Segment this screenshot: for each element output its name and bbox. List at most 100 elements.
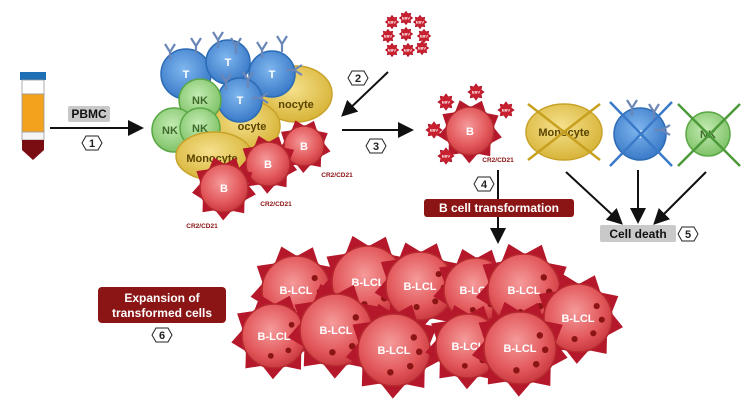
ebv-virus-icon: EBV (467, 83, 485, 101)
b-cell-label: B (300, 141, 308, 153)
svg-text:EBV: EBV (388, 48, 397, 53)
antibody-icons (626, 99, 671, 136)
cross-line (609, 101, 673, 167)
infected-b-cell: EBV EBV EBV EBV EBV (425, 83, 515, 165)
svg-text:EBV: EBV (404, 48, 413, 53)
b-lcl-cell-label: B-LCL (562, 313, 595, 325)
ebv-virus-icon: EBV (384, 42, 400, 58)
ebv-virus-icon: EBV (416, 28, 432, 44)
t-cell-label: T (183, 69, 190, 81)
b-lcl-cell-label: B-LCL (452, 341, 485, 353)
t-cell-label: T (237, 95, 244, 107)
cell-death-box (600, 225, 676, 242)
b-lcl-group: B-LCL B-LCL B-LCL B-LCL B-LCL B-LCL B-LCL B-LCL… (231, 235, 623, 399)
svg-text:EBV: EBV (502, 108, 511, 113)
pbmc-label-box (68, 106, 110, 122)
t-cell-label: T (269, 69, 276, 81)
death-arrow (653, 171, 707, 225)
nk-cell-label: NK (192, 123, 208, 135)
ebv-virus-icon: EBV (400, 42, 416, 58)
svg-text:EBV: EBV (388, 20, 397, 25)
nk-cell-label: NK (162, 125, 178, 137)
svg-text:EBV: EBV (442, 100, 451, 105)
monocyte-label: ocyte (238, 121, 267, 133)
b-lcl-cell-label: B-LCL (280, 285, 313, 297)
b-cell: B (238, 135, 298, 194)
b-cell: B (192, 157, 256, 221)
b-lcl-cell-label: B-LCL (404, 281, 437, 293)
cross-line (677, 103, 741, 167)
ebv-virus-icon: EBV (414, 40, 430, 56)
monocyte-label: Monocyte (186, 153, 237, 165)
step-2-arrow (341, 71, 389, 117)
svg-text:EBV: EBV (472, 90, 481, 95)
ebv-virus-icon: EBV (384, 14, 400, 30)
b-lcl-cell: B-LCL (471, 301, 568, 397)
ebv-virus-icon: EBV (497, 101, 515, 119)
svg-text:2: 2 (355, 73, 361, 85)
svg-text:5: 5 (685, 229, 691, 241)
step-4-badge: 4 (473, 176, 495, 192)
t-cell (248, 50, 296, 98)
step-2-badge: 2 (347, 70, 369, 86)
b-lcl-cell-label: B-LCL (258, 331, 291, 343)
b-lcl-cell-label: B-LCL (378, 345, 411, 357)
nk-cell-label: NK (192, 95, 208, 107)
svg-text:EBV: EBV (418, 46, 427, 51)
ebv-virus-icon: EBV (398, 26, 414, 42)
b-lcl-cell: B-LCL (345, 303, 442, 399)
b-cell-transformation-box (424, 199, 574, 217)
step-5-badge: 5 (677, 226, 699, 242)
svg-text:EBV: EBV (384, 34, 393, 39)
b-lcl-cell-label: B-LCL (508, 285, 541, 297)
expansion-box (98, 287, 226, 323)
death-arrow (565, 171, 623, 225)
svg-text:EBV: EBV (402, 32, 411, 37)
svg-text:EBV: EBV (442, 154, 451, 159)
step-3-badge: 3 (365, 138, 387, 154)
ebv-virus-icon: EBV (425, 121, 443, 139)
ebv-virus-icon: EBV (380, 28, 396, 44)
antibody-icons (164, 31, 303, 104)
b-lcl-cell-label: B-LCL (504, 343, 537, 355)
expansion-label-line1: Expansion of (124, 291, 200, 305)
ebv-virus-icon: EBV (437, 93, 455, 111)
dying-monocyte: Monocyte (525, 103, 603, 161)
svg-text:EBV: EBV (430, 128, 439, 133)
b-lcl-cell: B-LCL (374, 242, 465, 332)
b-cell-transformation-label: B cell transformation (439, 201, 559, 215)
b-cell-label: B (220, 183, 228, 195)
cr2-label: CR2/CD21 (482, 157, 514, 164)
step-1-badge: 1 (81, 135, 103, 151)
svg-text:6: 6 (159, 330, 165, 342)
b-cell: B (277, 120, 331, 173)
t-cell-label: T (225, 57, 232, 69)
b-lcl-cell-label: B-LCL (352, 277, 385, 289)
step-6-badge: 6 (151, 327, 173, 343)
b-lcl-cell: B-LCL (231, 295, 317, 380)
cross-line (527, 103, 601, 161)
dying-nk-cell: NK (677, 103, 741, 167)
expansion-label-line2: transformed cells (112, 306, 212, 320)
pbmc-cluster: T T T T NK NK NK nocyte ocyte Monocyte (151, 31, 333, 181)
ebv-virus-icon: EBV (398, 10, 414, 26)
dying-t-cell: T (609, 99, 673, 167)
ebv-virus-icon: EBV (437, 147, 455, 165)
cell-death-label: Cell death (609, 227, 666, 241)
svg-text:EBV: EBV (416, 20, 425, 25)
svg-text:4: 4 (481, 179, 488, 191)
tube-cap (20, 72, 46, 80)
infected-b-label: B (466, 126, 474, 138)
svg-text:3: 3 (373, 141, 379, 153)
cr2-label: CR2/CD21 (260, 201, 292, 208)
b-cell-group: BBB (192, 120, 331, 221)
pbmc-label: PBMC (71, 107, 107, 121)
cr2-label: CR2/CD21 (321, 172, 353, 179)
cr2-label: CR2/CD21 (186, 223, 218, 230)
svg-text:1: 1 (89, 138, 95, 150)
svg-text:EBV: EBV (402, 16, 411, 21)
monocyte-label: nocyte (278, 99, 313, 111)
